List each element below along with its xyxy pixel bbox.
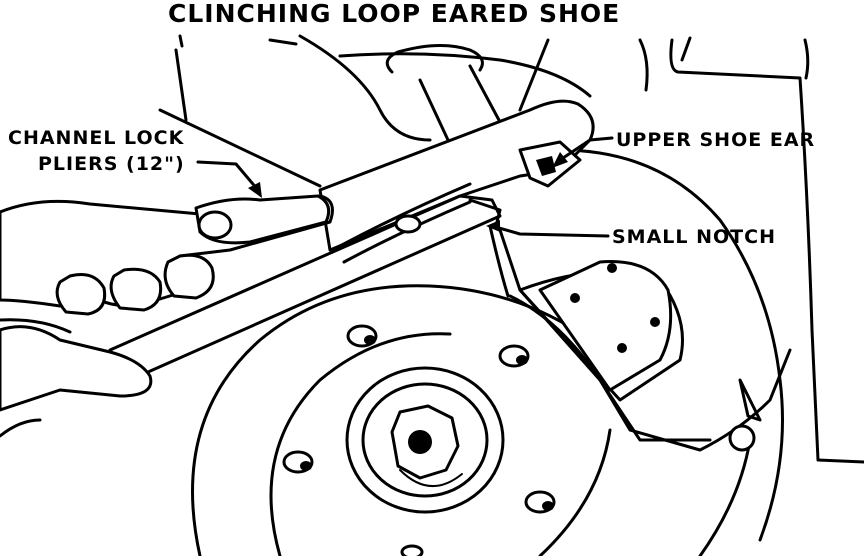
brake-rotor	[191, 284, 752, 556]
wheel-studs	[282, 324, 556, 556]
label-upper-shoe-ear: UPPER SHOE EAR	[616, 129, 815, 151]
hand	[0, 194, 334, 438]
label-pliers-line1: CHANNEL LOCK	[8, 127, 185, 149]
brake-shoe-assembly	[488, 148, 792, 542]
fender-outline	[638, 36, 864, 464]
diagram-title: CLINCHING LOOP EARED SHOE	[168, 0, 620, 28]
leader-lines	[158, 48, 614, 238]
label-pliers-line2: PLIERS (12")	[38, 153, 185, 175]
label-small-notch: SMALL NOTCH	[612, 226, 776, 248]
spindle-background	[178, 34, 592, 142]
